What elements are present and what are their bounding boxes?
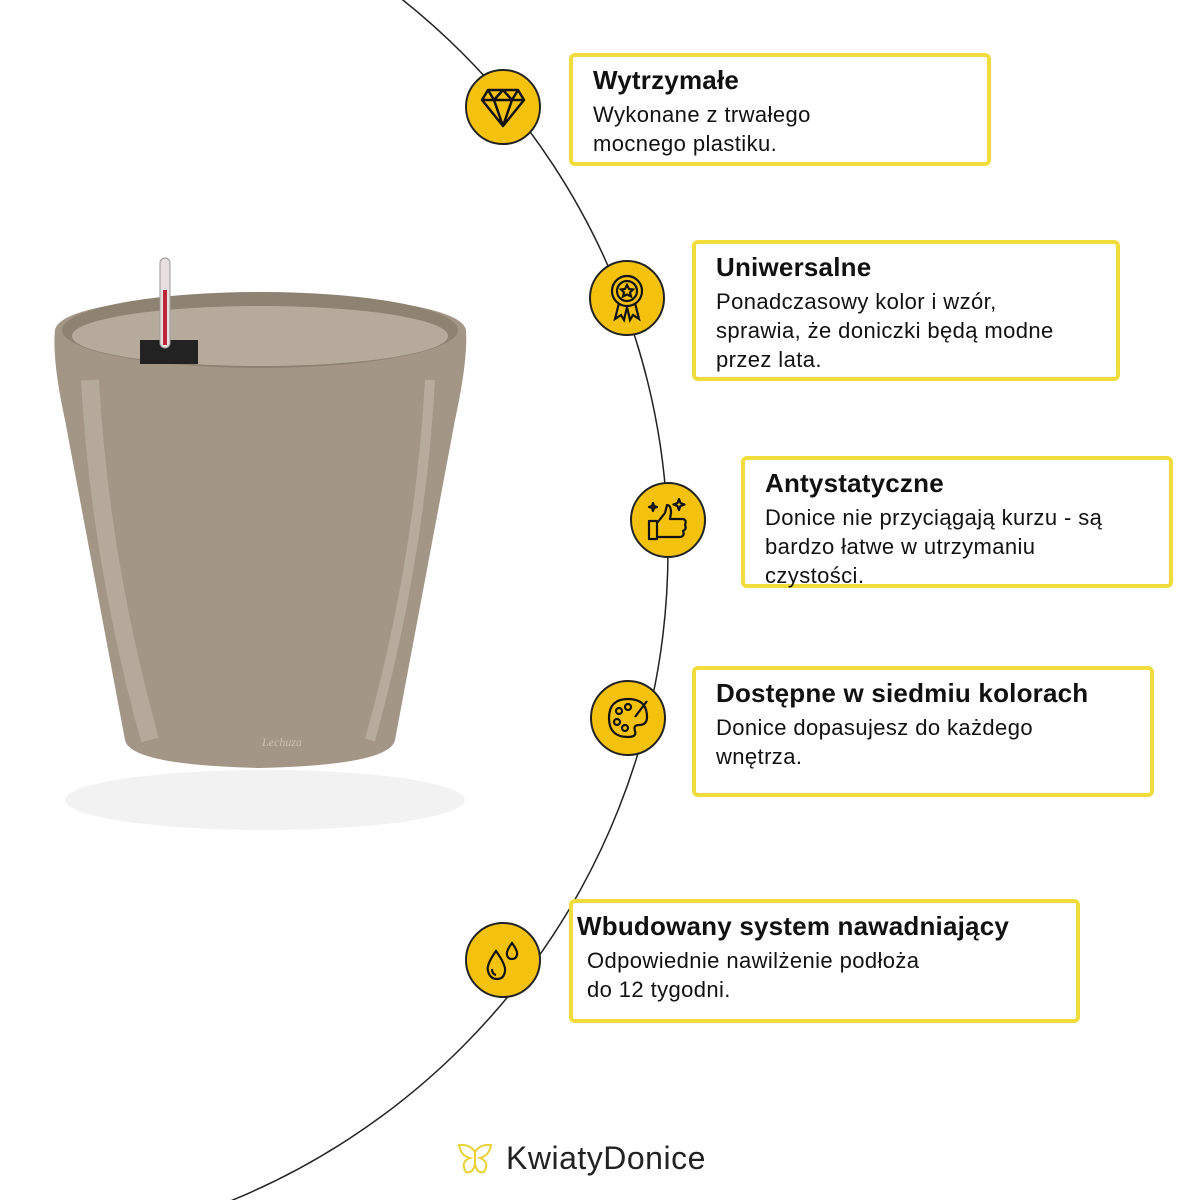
award-icon bbox=[589, 260, 665, 336]
feature-line: wnętrza. bbox=[716, 744, 803, 769]
logo-text: KwiatyDonice bbox=[506, 1140, 706, 1176]
butterfly-logo-icon bbox=[457, 1143, 493, 1173]
feature-line: Wykonane z trwałego bbox=[593, 102, 811, 127]
feature-card-irrigation: Wbudowany system nawadniający Odpowiedni… bbox=[569, 899, 1080, 1023]
feature-line: sprawia, że doniczki będą modne bbox=[716, 318, 1054, 343]
feature-card-durable: Wytrzymałe Wykonane z trwałego mocnego p… bbox=[569, 53, 991, 166]
thumbs-up-sparkle-icon bbox=[630, 482, 706, 558]
feature-line: Donice dopasujesz do każdego bbox=[716, 715, 1033, 740]
feature-line: czystości. bbox=[765, 563, 865, 588]
feature-line: mocnego plastiku. bbox=[593, 131, 778, 156]
diamond-icon bbox=[465, 69, 541, 145]
feature-line: Odpowiednie nawilżenie podłoża bbox=[587, 948, 920, 973]
feature-line: Ponadczasowy kolor i wzór, bbox=[716, 289, 997, 314]
feature-line: Donice nie przyciągają kurzu - są bbox=[765, 505, 1103, 530]
feature-line: bardzo łatwe w utrzymaniu bbox=[765, 534, 1036, 559]
feature-title: Dostępne w siedmiu kolorach bbox=[716, 678, 1089, 708]
product-pot-image: Lechuza bbox=[54, 257, 467, 830]
feature-title: Antystatyczne bbox=[765, 468, 944, 498]
water-drops-icon bbox=[465, 922, 541, 998]
feature-title: Uniwersalne bbox=[716, 252, 872, 282]
feature-line: przez lata. bbox=[716, 347, 822, 372]
feature-title: Wbudowany system nawadniający bbox=[577, 911, 1010, 941]
feature-line: do 12 tygodni. bbox=[587, 977, 731, 1002]
feature-card-universal: Uniwersalne Ponadczasowy kolor i wzór, s… bbox=[692, 240, 1120, 381]
palette-icon bbox=[590, 680, 666, 756]
feature-card-antistatic: Antystatyczne Donice nie przyciągają kur… bbox=[741, 456, 1173, 588]
brand-mark: Lechuza bbox=[261, 735, 302, 749]
feature-title: Wytrzymałe bbox=[593, 65, 740, 95]
brand-logo: KwiatyDonice bbox=[456, 1140, 706, 1177]
feature-card-colors: Dostępne w siedmiu kolorach Donice dopas… bbox=[692, 666, 1154, 797]
